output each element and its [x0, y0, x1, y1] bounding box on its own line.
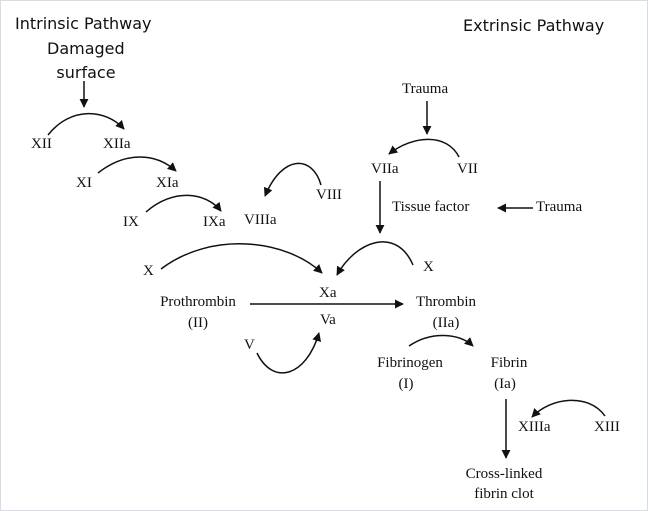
- prothrombin-roman: (II): [188, 315, 208, 331]
- arrow-viii-to-viiia: [263, 162, 322, 197]
- tissue-factor: Tissue factor: [392, 199, 470, 215]
- arrow-ix-to-ixa: [145, 194, 222, 213]
- arrow-v-to-va: [256, 332, 322, 374]
- arrow-vii-to-viia: [388, 138, 460, 158]
- damaged-surface-line1: Damaged: [47, 39, 125, 58]
- arrow-xi-to-xia: [97, 156, 177, 174]
- fibrin-label: Fibrin: [490, 355, 528, 371]
- factor-ix: IX: [123, 214, 139, 230]
- factor-xii: XII: [31, 136, 52, 152]
- arrow-x-left-to-xa: [160, 243, 323, 274]
- factor-viia: VIIa: [371, 161, 399, 177]
- fibrinogen-label: Fibrinogen: [377, 355, 443, 371]
- clot-line1: Cross-linked: [465, 466, 543, 482]
- fibrinogen-roman: (I): [398, 376, 414, 392]
- arrow-xii-to-xiia: [47, 112, 125, 136]
- intrinsic-pathway-heading: Intrinsic Pathway: [15, 14, 152, 33]
- thrombin-label: Thrombin: [416, 294, 476, 310]
- factor-xa: Xa: [319, 285, 337, 301]
- factor-viii: VIII: [316, 187, 342, 203]
- factor-xiiia: XIIIa: [518, 419, 551, 435]
- arrow-fibrinogen-to-fibrin: [408, 334, 474, 347]
- factor-x-left: X: [143, 263, 154, 279]
- damaged-surface-line2: surface: [56, 63, 116, 82]
- trauma-right: Trauma: [536, 199, 583, 215]
- factor-va: Va: [320, 312, 336, 328]
- factor-xia: XIa: [156, 175, 179, 191]
- extrinsic-pathway-heading: Extrinsic Pathway: [463, 16, 605, 35]
- factor-x-right: X: [423, 259, 434, 275]
- trauma-top: Trauma: [402, 81, 449, 97]
- thrombin-roman: (IIa): [432, 315, 460, 331]
- arrow-x-right-to-xa: [336, 241, 414, 276]
- arrow-xiii-to-xiiia: [531, 399, 606, 418]
- prothrombin-label: Prothrombin: [160, 294, 236, 310]
- clot-line2: fibrin clot: [474, 486, 534, 502]
- factor-v: V: [244, 337, 255, 353]
- fibrin-roman: (Ia): [494, 376, 516, 392]
- factor-xi: XI: [76, 175, 92, 191]
- factor-viiia: VIIIa: [244, 212, 277, 228]
- factor-xiia: XIIa: [103, 136, 131, 152]
- factor-vii: VII: [457, 161, 478, 177]
- factor-xiii: XIII: [594, 419, 620, 435]
- factor-ixa: IXa: [203, 214, 226, 230]
